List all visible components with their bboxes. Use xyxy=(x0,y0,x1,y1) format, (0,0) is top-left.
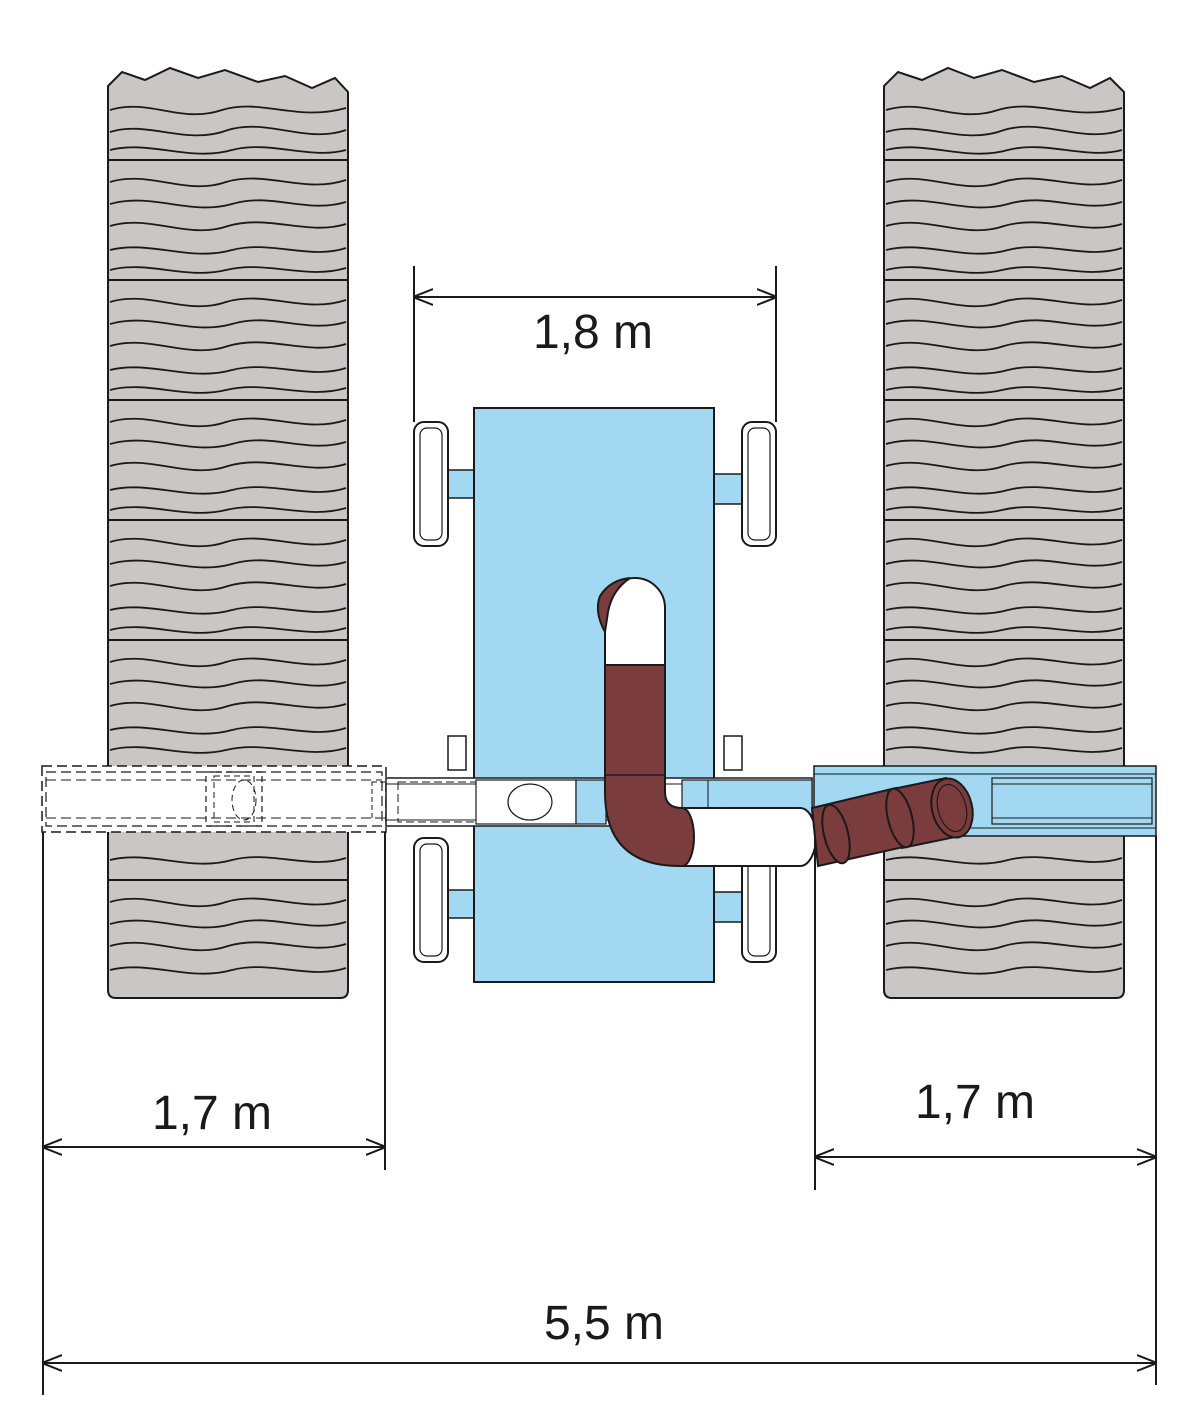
marker-left xyxy=(447,735,467,771)
tractor xyxy=(413,407,777,983)
wheel-rear-right xyxy=(741,837,777,963)
tractor-body xyxy=(473,407,715,983)
rear-axle-left xyxy=(445,889,477,919)
crop-row-left xyxy=(107,66,349,999)
hose xyxy=(596,577,974,868)
label-left-boom: 1,7 m xyxy=(152,1087,272,1140)
hose-curl xyxy=(596,577,631,636)
dimension-left-boom xyxy=(42,832,386,1395)
crop-row-right xyxy=(883,66,1125,999)
hose-segment-white xyxy=(681,807,817,867)
boom-left xyxy=(41,765,387,833)
wheel-front-left xyxy=(413,421,449,547)
rear-axle-right xyxy=(713,891,745,923)
dimension-tractor-track xyxy=(413,266,777,422)
label-tractor-track: 1,8 m xyxy=(533,306,653,359)
wheel-front-right xyxy=(741,421,777,547)
front-axle-left xyxy=(445,469,477,499)
marker-right xyxy=(723,735,743,771)
front-axle-right xyxy=(713,473,745,505)
label-total-width: 5,5 m xyxy=(544,1297,664,1350)
wheel-rear-left xyxy=(413,837,449,963)
dimension-right-boom xyxy=(814,836,1157,1385)
hose-elbow xyxy=(604,664,695,867)
label-right-boom: 1,7 m xyxy=(915,1076,1035,1129)
